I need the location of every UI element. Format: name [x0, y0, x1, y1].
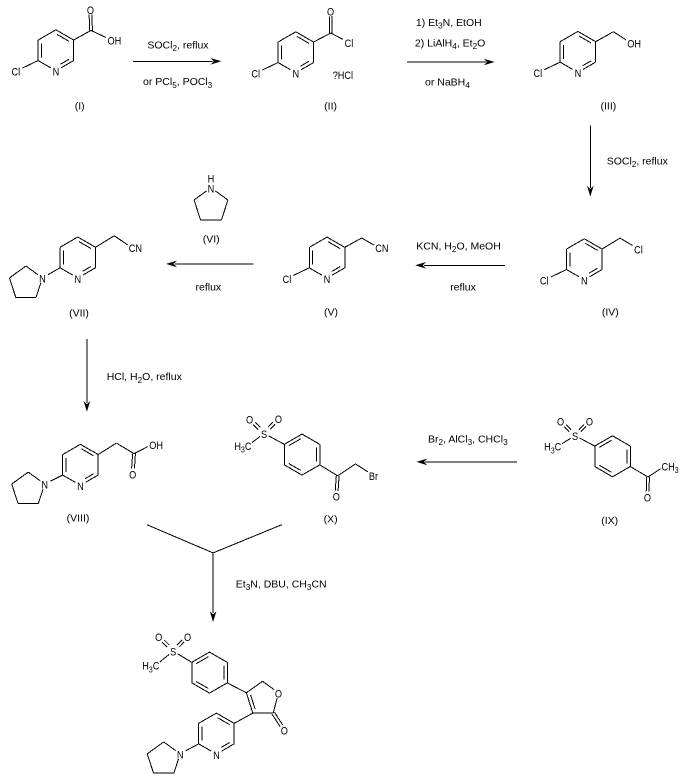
svg-text:O: O	[644, 493, 651, 505]
svg-text:(IV): (IV)	[602, 307, 619, 319]
svg-text:N: N	[581, 276, 588, 288]
svg-text:(X): (X)	[324, 514, 338, 526]
svg-text:(VI): (VI)	[203, 233, 220, 245]
svg-text:or PCl5, POCl3: or PCl5, POCl3	[143, 76, 213, 90]
svg-text:O: O	[281, 726, 288, 738]
svg-text:SOCl2, reflux: SOCl2, reflux	[607, 155, 669, 169]
svg-text:S: S	[261, 429, 267, 441]
svg-text:Br: Br	[369, 471, 379, 483]
svg-text:H3C: H3C	[142, 661, 159, 675]
svg-text:KCN, H2O, MeOH: KCN, H2O, MeOH	[416, 241, 501, 255]
svg-text:H3C: H3C	[544, 442, 561, 456]
svg-text:N: N	[213, 750, 220, 762]
svg-text:OH: OH	[108, 36, 122, 48]
svg-text:CN: CN	[129, 243, 142, 255]
svg-text:(III): (III)	[601, 100, 617, 112]
svg-text:(IX): (IX)	[601, 515, 618, 527]
svg-text:N: N	[39, 274, 46, 286]
svg-text:(V): (V)	[324, 306, 338, 318]
svg-text:Br2, AlCl3, CHCl3: Br2, AlCl3, CHCl3	[428, 434, 508, 448]
svg-text:O: O	[327, 7, 334, 19]
svg-text:N: N	[77, 481, 84, 493]
svg-text:reflux: reflux	[196, 281, 222, 293]
svg-text:N: N	[208, 184, 215, 196]
svg-text:H: H	[208, 174, 215, 186]
svg-text:?HCl: ?HCl	[333, 70, 353, 82]
svg-text:(VII): (VII)	[69, 307, 89, 319]
svg-text:Cl: Cl	[634, 245, 643, 257]
svg-text:O: O	[333, 492, 340, 504]
svg-text:Cl: Cl	[345, 38, 354, 50]
svg-text:N: N	[53, 67, 60, 79]
svg-text:O: O	[155, 632, 162, 644]
svg-text:N: N	[575, 68, 582, 80]
svg-text:N: N	[292, 69, 299, 81]
svg-text:S: S	[170, 647, 176, 659]
svg-text:HCl, H2O, reflux: HCl, H2O, reflux	[107, 371, 183, 385]
svg-text:O: O	[87, 5, 94, 17]
svg-text:O: O	[275, 414, 282, 426]
svg-text:Cl: Cl	[11, 67, 20, 79]
svg-text:O: O	[129, 470, 136, 482]
svg-text:O: O	[586, 417, 593, 429]
svg-text:reflux: reflux	[450, 282, 476, 294]
svg-text:Cl: Cl	[283, 274, 292, 286]
svg-text:O: O	[557, 417, 564, 429]
svg-text:(I): (I)	[75, 100, 85, 112]
svg-text:O: O	[184, 632, 191, 644]
svg-text:H3C: H3C	[234, 441, 251, 455]
svg-text:Cl: Cl	[251, 69, 260, 81]
svg-text:or NaBH4: or NaBH4	[425, 77, 470, 91]
svg-text:N: N	[74, 274, 81, 286]
svg-text:CN: CN	[375, 243, 388, 255]
svg-text:O: O	[246, 415, 253, 427]
svg-text:CH3: CH3	[662, 462, 679, 476]
svg-text:O: O	[275, 689, 282, 701]
svg-text:(II): (II)	[324, 100, 337, 112]
svg-text:1) Et3N, EtOH: 1) Et3N, EtOH	[416, 17, 482, 31]
svg-text:SOCl2, reflux: SOCl2, reflux	[147, 39, 209, 53]
svg-text:OH: OH	[149, 440, 163, 452]
svg-text:2) LiAlH4, Et2O: 2) LiAlH4, Et2O	[415, 38, 485, 52]
svg-text:Et3N, DBU, CH3CN: Et3N, DBU, CH3CN	[236, 579, 327, 593]
svg-text:N: N	[41, 480, 48, 492]
svg-text:S: S	[572, 431, 578, 443]
svg-text:Cl: Cl	[533, 68, 542, 80]
svg-text:(VIII): (VIII)	[67, 513, 90, 525]
svg-text:N: N	[324, 274, 331, 286]
svg-text:OH: OH	[627, 39, 641, 51]
svg-text:N: N	[177, 750, 184, 762]
svg-text:Cl: Cl	[540, 276, 549, 288]
